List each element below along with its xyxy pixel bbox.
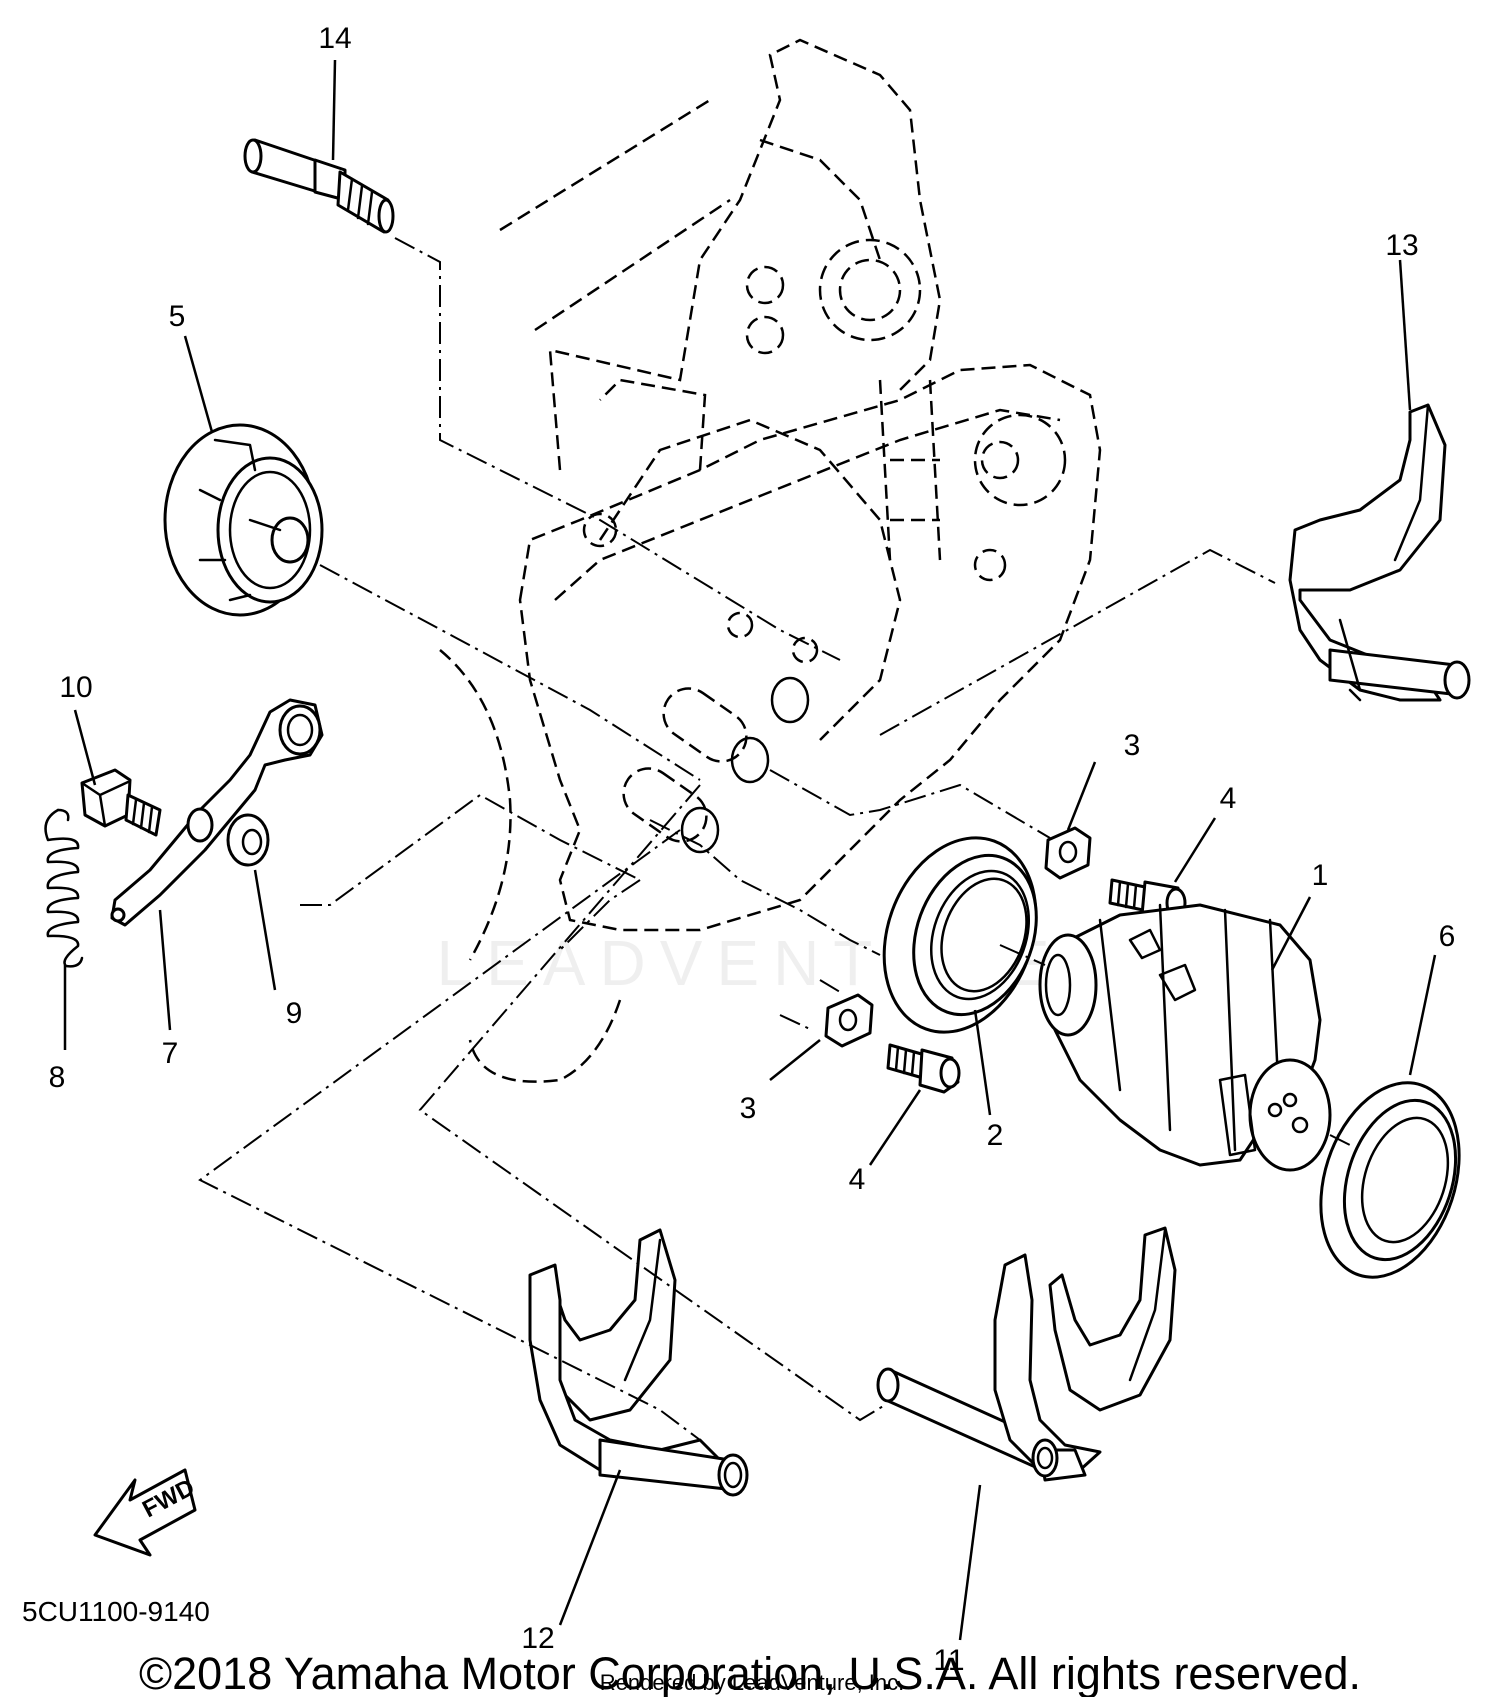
callout-8: 8 <box>49 1061 66 1094</box>
callout-9: 9 <box>286 997 303 1030</box>
callout-12: 12 <box>521 1622 554 1655</box>
part-3-stopper-upper <box>1044 826 1092 880</box>
callout-13: 13 <box>1385 229 1418 262</box>
part-11-shift-fork <box>876 1226 1177 1482</box>
part-5-segment <box>163 423 324 617</box>
alignment-lines <box>198 237 1351 1441</box>
callout-1: 1 <box>1312 859 1329 892</box>
callout-14: 14 <box>318 22 351 55</box>
part-10-bolt <box>80 768 162 837</box>
part-1-shift-drum <box>1038 903 1332 1172</box>
part-3-stopper-lower <box>824 993 874 1048</box>
copyright-text: ©2018 Yamaha Motor Corporation, U.S.A. A… <box>139 1648 1361 1697</box>
callout-10: 10 <box>59 671 92 704</box>
part-6-bearing <box>1319 1081 1461 1279</box>
part-8-spring <box>44 808 84 968</box>
rendered-by-text: Rendered by LeadVenture, Inc. <box>600 1670 905 1695</box>
callout-6: 6 <box>1439 920 1456 953</box>
part-4-screw-lower <box>886 1043 961 1094</box>
part-12-shift-fork <box>528 1228 749 1497</box>
leader-lines <box>63 59 1437 1641</box>
part-13-shift-fork <box>1288 403 1471 702</box>
callout-3-lower: 3 <box>740 1092 757 1125</box>
part-2-bearing <box>882 836 1038 1034</box>
part-9-washer <box>226 813 270 867</box>
crankcase-drum-bosses <box>622 676 810 854</box>
callout-7: 7 <box>162 1037 179 1070</box>
callout-2: 2 <box>987 1119 1004 1152</box>
callout-3-upper: 3 <box>1124 729 1141 762</box>
part-code: 5CU1100-9140 <box>22 1596 210 1627</box>
part-7-shift-arm <box>110 698 324 927</box>
callout-labels: 1 2 3 3 4 4 5 6 7 8 9 10 11 12 13 14 <box>49 22 1456 1677</box>
part-14-shift-shaft-bolt <box>243 138 395 234</box>
callout-11: 11 <box>933 1644 964 1677</box>
callout-5: 5 <box>169 300 186 333</box>
callout-4-upper: 4 <box>1220 782 1237 815</box>
crankcase-outline <box>439 38 1102 1083</box>
callout-4-lower: 4 <box>849 1163 866 1196</box>
fwd-direction-arrow: FWD <box>93 1468 199 1557</box>
